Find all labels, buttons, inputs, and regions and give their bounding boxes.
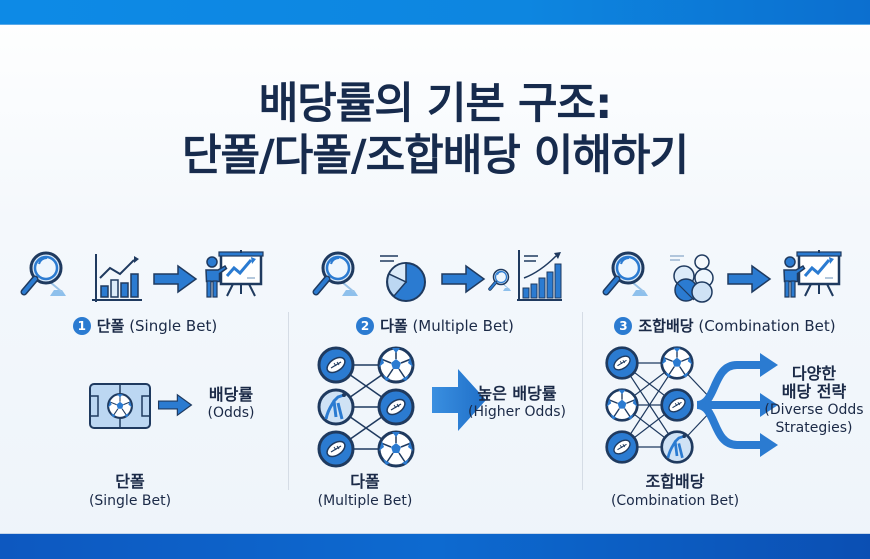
result-ko-line1: 다양한: [791, 364, 837, 383]
result-label: 높은 배당률 (Higher Odds): [462, 385, 572, 421]
icon-row: [290, 246, 580, 306]
caption-en: (Single Bet): [88, 493, 172, 509]
heading-ko: 조합배당: [638, 317, 694, 335]
magnifier-icon: [308, 246, 368, 306]
arrow-right-icon: [726, 264, 772, 294]
big-arrow-right-icon: [432, 369, 486, 431]
icon-row: [0, 246, 290, 306]
magnifier-small-icon: [486, 264, 516, 298]
result-ko-line2: 배당 전략: [781, 382, 847, 401]
section-heading: 1 단폴 (Single Bet): [0, 315, 290, 336]
result-ko: 배당률: [208, 385, 254, 404]
caption-ko: 조합배당: [645, 472, 705, 491]
presenter-chart-icon: [780, 248, 842, 308]
heading-ko: 다폴: [380, 317, 408, 335]
heading-en: (Single Bet): [129, 317, 218, 335]
section-heading: 2 다폴 (Multiple Bet): [290, 315, 580, 336]
result-label: 배당률 (Odds): [196, 386, 266, 422]
top-banner-bar: [0, 0, 870, 25]
result-en-line1: (Diverse Odds: [764, 402, 864, 418]
caption-en: (Combination Bet): [610, 493, 740, 509]
title-line-1: 배당률의 기본 구조:: [258, 79, 613, 129]
section-caption: 단폴 (Single Bet): [60, 472, 200, 510]
section-caption: 다폴 (Multiple Bet): [300, 472, 430, 510]
growth-chart-icon: [517, 250, 562, 301]
section-multiple-bet: 2 다폴 (Multiple Bet) 높은 배당률: [290, 240, 580, 530]
section-caption: 조합배당 (Combination Bet): [600, 472, 750, 510]
icon-row: [580, 246, 870, 306]
section-divider: [582, 312, 583, 490]
arrow-right-icon: [152, 264, 198, 294]
title-line-2: 단폴/다폴/조합배당 이해하기: [181, 131, 689, 181]
result-ko: 높은 배당률: [477, 384, 557, 403]
result-en: (Higher Odds): [467, 404, 566, 420]
single-bet-diagram: 배당률 (Odds): [0, 345, 290, 475]
bar-chart-icon: [92, 254, 142, 302]
combination-network-icon: [605, 346, 778, 464]
caption-ko: 다폴: [350, 472, 380, 491]
section-divider: [288, 312, 289, 490]
heading-en: (Combination Bet): [698, 317, 836, 335]
section-heading: 3 조합배당 (Combination Bet): [580, 315, 870, 336]
step-number-badge: 3: [614, 317, 633, 335]
bubble-cluster-icon: [670, 254, 714, 303]
step-number-badge: 2: [356, 317, 375, 335]
pie-chart-icon: [380, 255, 426, 302]
result-label: 다양한 배당 전략 (Diverse Odds Strategies): [764, 365, 864, 437]
presenter-chart-icon: [202, 248, 264, 308]
bottom-banner-bar: [0, 533, 870, 559]
heading-ko: 단폴: [96, 317, 125, 335]
magnifier-icon: [16, 246, 76, 306]
section-single-bet: 1 단폴 (Single Bet) 배당률 (Odds) 단폴 (Single B…: [0, 240, 290, 530]
caption-ko: 단폴: [115, 472, 145, 491]
combination-bet-diagram: 다양한 배당 전략 (Diverse Odds Strategies): [580, 345, 870, 475]
result-en: (Odds): [207, 405, 255, 421]
arrow-right-icon: [440, 264, 486, 294]
soccer-field-icon: [89, 383, 151, 429]
magnifier-icon: [598, 246, 658, 306]
bet-network-icon: [317, 346, 415, 468]
arrow-right-icon: [157, 393, 193, 417]
step-number-badge: 1: [72, 317, 91, 335]
heading-en: (Multiple Bet): [412, 317, 514, 335]
result-en-line2: Strategies): [775, 420, 853, 436]
page-title: 배당률의 기본 구조: 단폴/다폴/조합배당 이해하기: [0, 78, 870, 182]
multiple-bet-diagram: 높은 배당률 (Higher Odds): [290, 345, 580, 475]
caption-en: (Multiple Bet): [317, 493, 413, 509]
